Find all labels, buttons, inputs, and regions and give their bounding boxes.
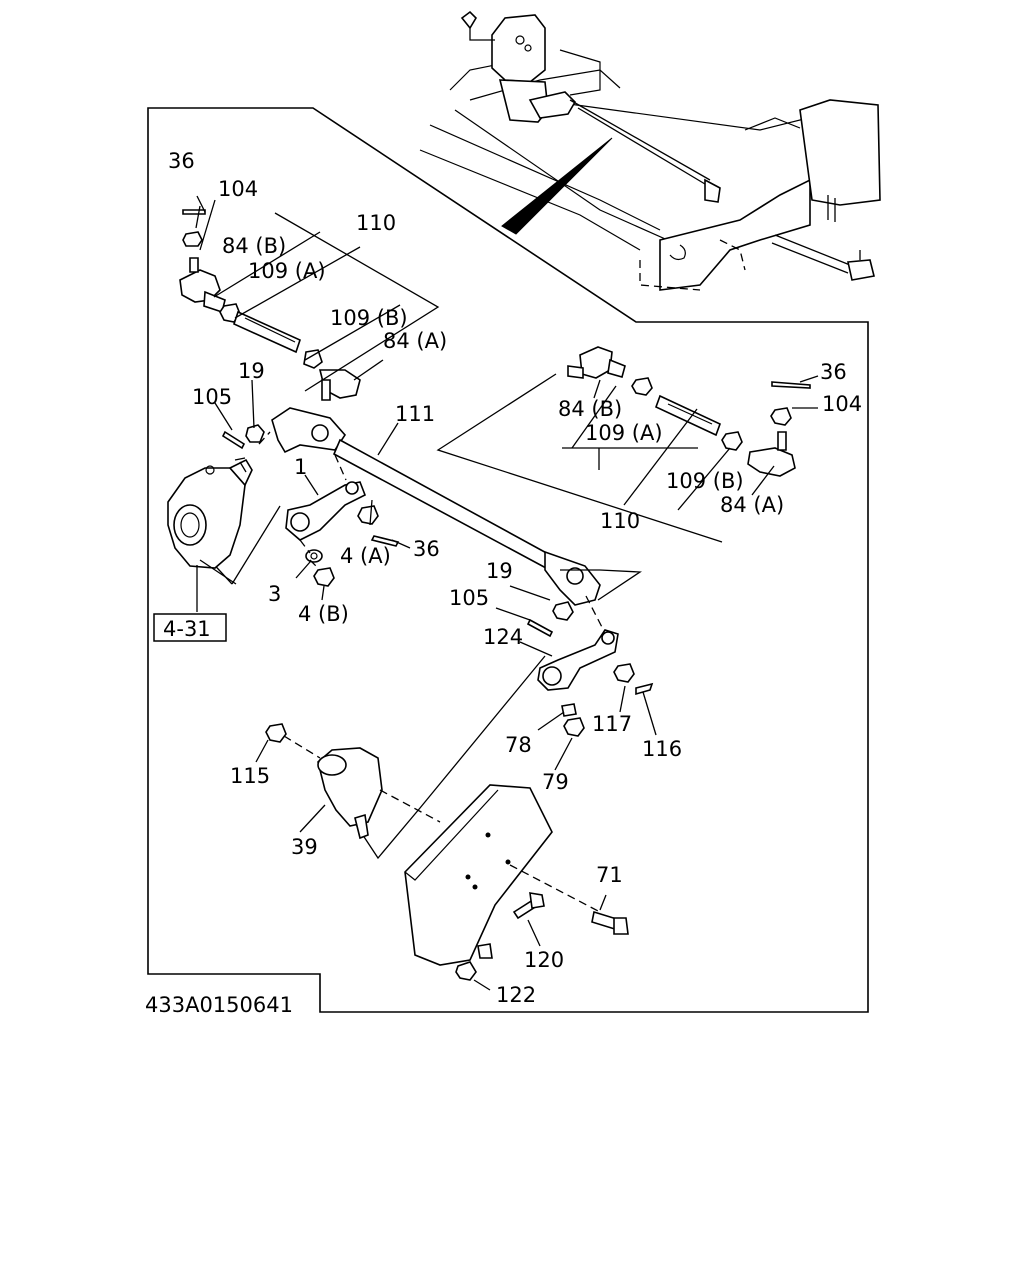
label-3: 3: [268, 582, 281, 606]
label-36-right: 36: [820, 360, 847, 384]
label-19-mid: 19: [486, 559, 513, 583]
idler-arm-assembly: [344, 569, 657, 860]
diagram-frame: [147, 107, 869, 1013]
label-104-right: 104: [822, 392, 862, 416]
label-4a: 4 (A): [340, 544, 391, 568]
label-115: 115: [230, 764, 270, 788]
frame-plate: [404, 784, 553, 966]
washer-78: [561, 703, 577, 717]
label-124: 124: [483, 625, 523, 649]
cotter-pin-36: [182, 209, 206, 215]
right-tie-rod-assembly: [436, 346, 819, 543]
relay-rod-assembly: [195, 379, 601, 606]
label-ref-4-31: 4-31: [163, 617, 211, 641]
label-110-left: 110: [356, 211, 396, 235]
left-tie-rod-assembly: [179, 195, 440, 401]
label-84a-right: 84 (A): [720, 493, 784, 517]
wedge-pointer: [501, 137, 613, 235]
label-39: 39: [291, 835, 318, 859]
label-36-mid: 36: [413, 537, 440, 561]
nut-79: [563, 717, 585, 737]
label-105-mid: 105: [449, 586, 489, 610]
nut-4b: [313, 567, 335, 587]
label-78: 78: [505, 733, 532, 757]
relay-rod-end-left: [271, 407, 347, 454]
label-109a-right: 109 (A): [585, 421, 663, 445]
label-116: 116: [642, 737, 682, 761]
label-84b-left: 84 (B): [222, 234, 286, 258]
tie-rod-tube-110: [233, 310, 301, 354]
ref-box-4-31: [153, 613, 227, 642]
label-79: 79: [542, 770, 569, 794]
drawing-code: 433A0150641: [145, 993, 293, 1017]
vehicle-chassis-overview: [419, 10, 881, 291]
nut-115: [265, 723, 287, 743]
nut-117: [613, 663, 635, 683]
label-1: 1: [294, 455, 307, 479]
label-36-top-left: 36: [168, 149, 195, 173]
label-117: 117: [592, 712, 632, 736]
label-111: 111: [395, 402, 435, 426]
nut-104-right: [770, 407, 792, 426]
label-84b-right: 84 (B): [558, 397, 622, 421]
nut-19-left: [245, 424, 265, 443]
label-109b-left: 109 (B): [330, 306, 408, 330]
tie-rod-end-84a-right: [747, 447, 796, 477]
label-104-top-left: 104: [218, 177, 258, 201]
label-4b: 4 (B): [298, 602, 349, 626]
label-19-top-left: 19: [238, 359, 265, 383]
label-120: 120: [524, 948, 564, 972]
nut-109a-right: [631, 377, 653, 396]
nut-109b-right: [721, 431, 743, 451]
castle-nut-104: [182, 231, 203, 247]
label-110-right: 110: [600, 509, 640, 533]
label-122: 122: [496, 983, 536, 1007]
nut-122: [455, 961, 477, 981]
nut-19-mid: [552, 601, 574, 621]
tube-110-right: [654, 394, 722, 437]
idler-bracket-and-frame: [255, 723, 629, 991]
label-109b-right: 109 (B): [666, 469, 744, 493]
label-109a-left: 109 (A): [248, 259, 326, 283]
label-105-top-left: 105: [192, 385, 232, 409]
label-84a-left: 84 (A): [383, 329, 447, 353]
cotter-pin-36-right: [771, 381, 811, 389]
steering-gear-box: [167, 457, 253, 612]
callout-labels: 36 104 110 84 (B) 109 (A) 109 (B) 84 (A)…: [145, 149, 862, 1017]
label-71: 71: [596, 863, 623, 887]
